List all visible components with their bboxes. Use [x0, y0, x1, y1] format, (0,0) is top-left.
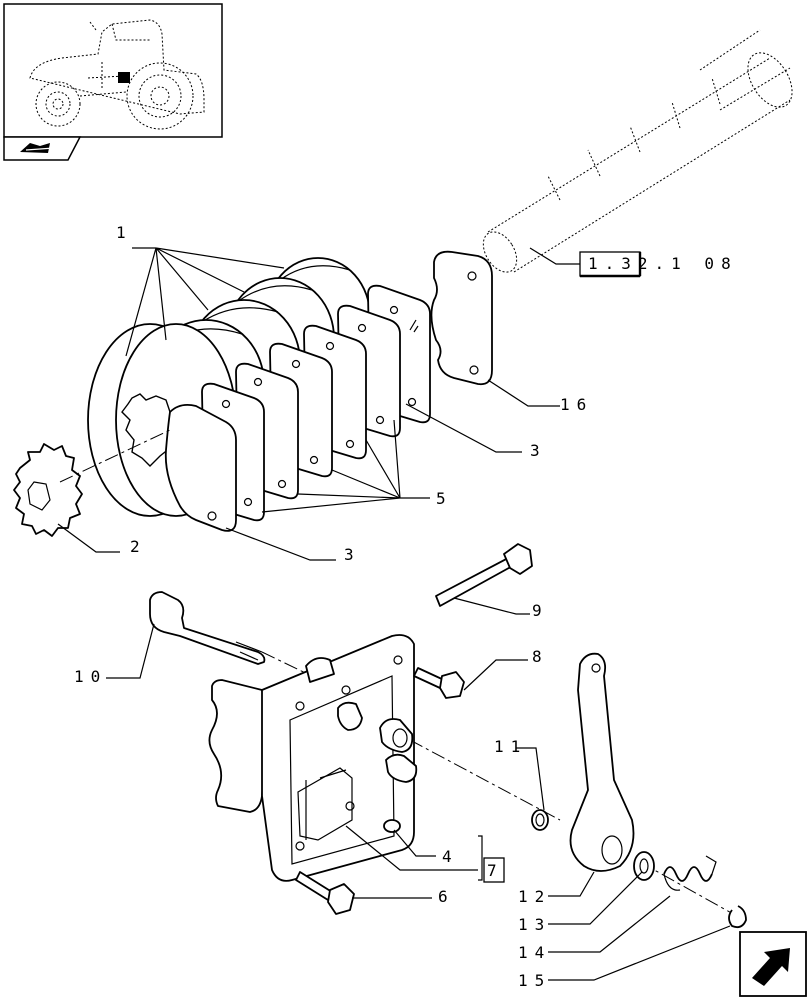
lever-shaft [149, 591, 266, 665]
mounting-bolt [295, 871, 355, 915]
callout-9: 9 [532, 601, 549, 620]
callout-2: 2 [130, 537, 147, 556]
page-nav-icon[interactable] [3, 136, 82, 161]
callout-3a: 3 [530, 441, 547, 460]
pressure-plate-front [164, 403, 237, 532]
boxed-ref-number: 7 [487, 861, 504, 880]
callout-10: 10 [74, 667, 107, 686]
brake-housing [208, 634, 418, 882]
boxed-reference-7: 7 [483, 857, 505, 883]
brake-disc-stack [87, 257, 431, 532]
callout-15: 15 [518, 971, 551, 990]
torsion-spring [663, 855, 717, 891]
short-bolt [413, 667, 465, 699]
end-plate [409, 250, 493, 386]
washer [633, 851, 655, 881]
callout-6: 6 [438, 887, 455, 906]
next-page-arrow-icon[interactable] [739, 931, 807, 997]
callout-12: 12 [518, 887, 551, 906]
long-bolt [435, 543, 533, 607]
callout-8: 8 [532, 647, 549, 666]
callout-4: 4 [442, 847, 459, 866]
o-ring [531, 809, 549, 831]
control-lever [569, 652, 635, 872]
callout-13: 13 [518, 915, 551, 934]
callout-11: 11 [494, 737, 527, 756]
callout-labels: 1 16 3 5 2 3 9 10 8 11 4 12 6 13 14 15 [74, 223, 593, 990]
leader-lines [57, 247, 731, 981]
thumbnail-position-marker [118, 72, 130, 83]
callout-16: 16 [560, 395, 593, 414]
callout-14: 14 [518, 943, 551, 962]
retaining-clip [728, 905, 747, 929]
callout-3b: 3 [344, 545, 361, 564]
drive-gear [13, 443, 83, 537]
reference-code: 1.32.1 08 [588, 254, 738, 273]
callout-5: 5 [436, 489, 453, 508]
callout-1: 1 [116, 223, 133, 242]
plug [383, 819, 401, 833]
reference-box: 1.32.1 08 [579, 251, 738, 278]
tractor-thumbnail-icon[interactable] [3, 3, 223, 138]
splined-shaft [482, 29, 793, 273]
